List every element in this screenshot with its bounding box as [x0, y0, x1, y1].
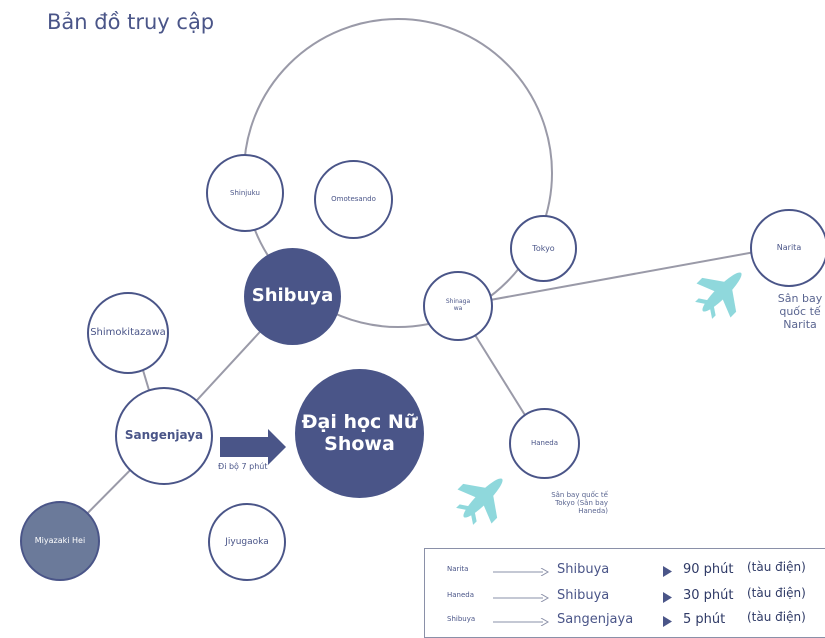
- plane-icon: [695, 272, 742, 319]
- station-tokyo: Tokyo: [510, 215, 577, 282]
- legend-mode: (tàu điện): [747, 560, 806, 574]
- station-label: Miyazaki Hei: [34, 536, 86, 546]
- station-sangenjaya: Sangenjaya: [115, 387, 213, 485]
- arrow-right-icon: [493, 618, 549, 626]
- arrow-right-icon: [220, 429, 286, 465]
- station-label: Tokyo: [532, 243, 555, 253]
- triangle-bullet-icon: [663, 592, 672, 603]
- station-narita: Narita: [750, 209, 825, 287]
- legend-time: 90 phút: [683, 562, 734, 577]
- triangle-bullet-icon: [663, 616, 672, 627]
- legend-from: Shibuya: [447, 615, 476, 623]
- narita-airport-caption: Sân bay quốc tế Narita: [777, 292, 823, 331]
- station-label: Shibuya: [251, 285, 334, 307]
- station-label: Omotesando: [331, 195, 376, 204]
- station-shibuya: Shibuya: [244, 248, 341, 345]
- triangle-bullet-icon: [663, 566, 672, 577]
- walk-time-label: Đi bộ 7 phút: [218, 462, 268, 471]
- legend-to: Shibuya: [557, 562, 610, 577]
- legend-time: 5 phút: [683, 612, 726, 627]
- legend-row: Haneda Shibuya 30 phút (tàu điện): [425, 585, 825, 607]
- station-miyazaki: Miyazaki Hei: [20, 501, 100, 581]
- arrow-right-icon: [493, 568, 549, 576]
- legend-time: 30 phút: [683, 588, 734, 603]
- station-label: Sangenjaya: [124, 428, 204, 443]
- plane-icon: [456, 478, 503, 525]
- station-haneda: Haneda: [509, 408, 580, 479]
- legend-to: Shibuya: [557, 588, 610, 603]
- legend-from: Haneda: [447, 591, 475, 599]
- station-label: Shinaga wa: [445, 298, 471, 312]
- arrow-right-icon: [493, 594, 549, 602]
- travel-time-legend: Narita Shibuya 90 phút (tàu điện) Haneda…: [424, 548, 825, 638]
- legend-row: Narita Shibuya 90 phút (tàu điện): [425, 559, 825, 581]
- station-label: Shimokitazawa: [90, 327, 166, 339]
- legend-from: Narita: [447, 565, 469, 573]
- page-title: Bản đồ truy cập: [47, 10, 215, 34]
- station-university: Đại học Nữ Showa: [295, 369, 424, 498]
- legend-to: Sangenjaya: [557, 612, 634, 627]
- station-label: Shinjuku: [230, 188, 260, 197]
- legend-mode: (tàu điện): [747, 610, 806, 624]
- line-shinagawa-narita: [456, 245, 789, 307]
- legend-mode: (tàu điện): [747, 586, 806, 600]
- legend-row: Shibuya Sangenjaya 5 phút (tàu điện): [425, 609, 825, 631]
- station-shinagawa: Shinaga wa: [423, 271, 493, 341]
- station-shinjuku: Shinjuku: [206, 154, 284, 232]
- station-jiyugaoka: Jiyugaoka: [208, 503, 286, 581]
- station-label: Jiyugaoka: [225, 536, 269, 547]
- station-shimokitazawa: Shimokitazawa: [87, 292, 169, 374]
- haneda-airport-caption: Sân bay quốc tế Tokyo (Sân bay Haneda): [551, 491, 608, 515]
- station-label: Narita: [776, 243, 802, 253]
- station-label: Đại học Nữ Showa: [301, 410, 418, 455]
- station-label: Haneda: [530, 439, 559, 448]
- station-omotesando: Omotesando: [314, 160, 393, 239]
